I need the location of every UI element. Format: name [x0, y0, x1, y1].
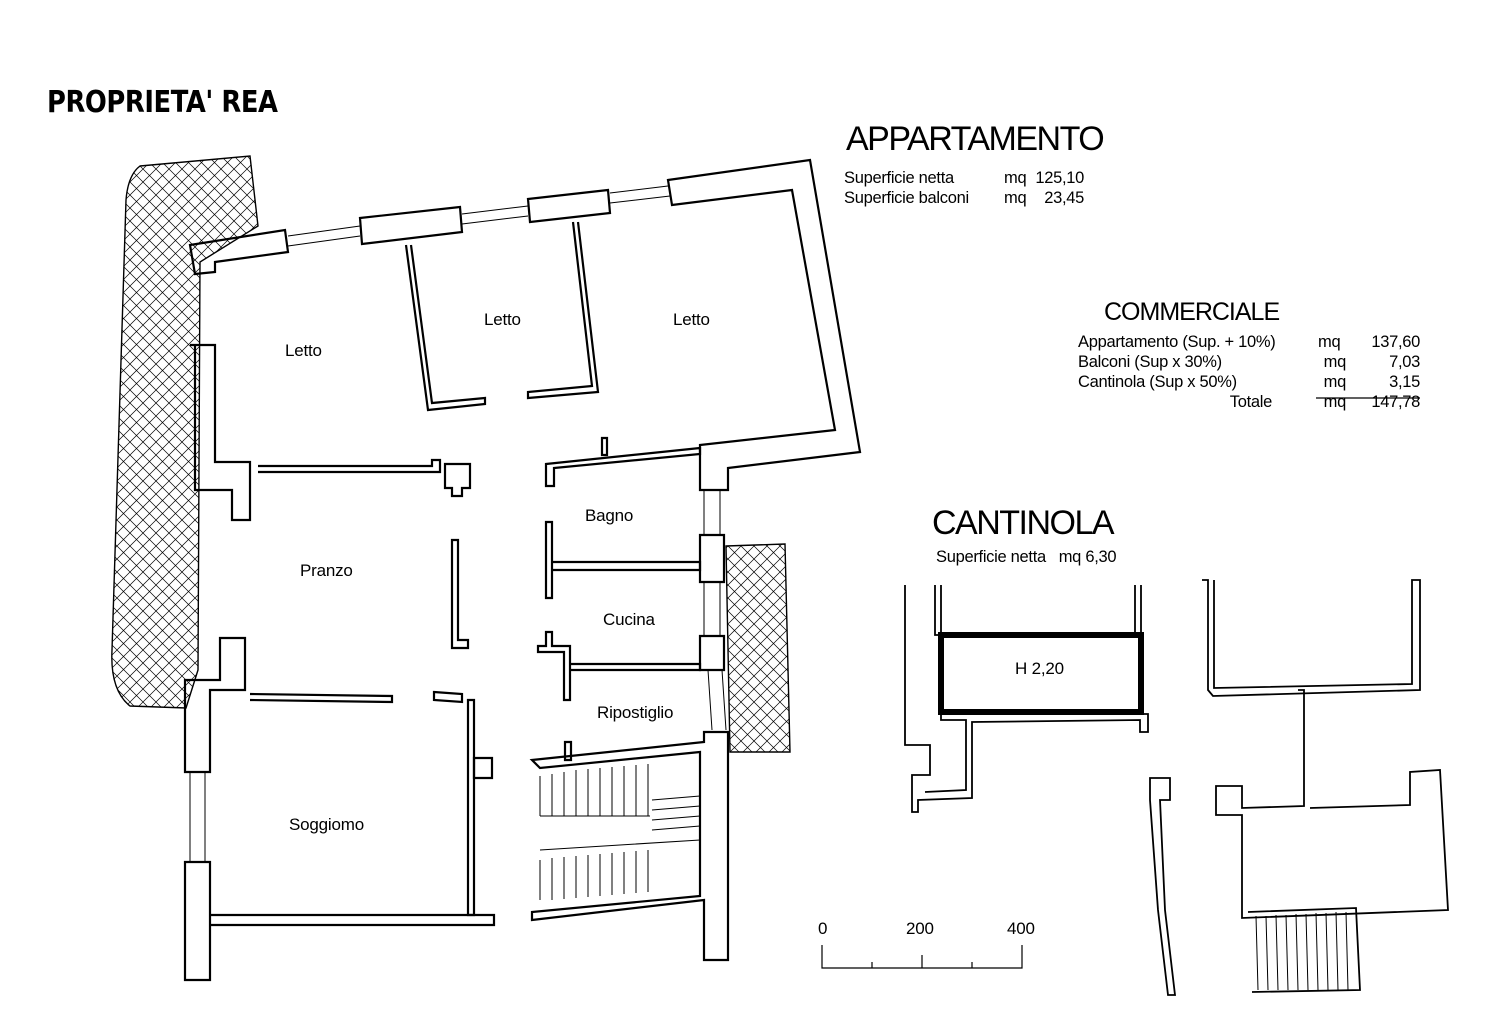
partition-bath-north [544, 446, 702, 488]
partition-pranzo-soggiorno [249, 692, 394, 704]
partition-letto-2-3 [526, 221, 600, 400]
right-plan-walls-left [1149, 777, 1177, 996]
room-label-cucina: Cucina [603, 610, 655, 629]
kitchen-west-wall [536, 630, 572, 702]
staircase-treads [539, 764, 701, 900]
cellar-height-label: H 2,20 [1015, 659, 1064, 678]
scale-tick-400: 400 [1007, 919, 1035, 938]
column-corridor [443, 462, 472, 498]
door-stub [600, 436, 609, 457]
total-row: Totale mq 147,78 [1229, 393, 1421, 411]
north-wall-pier-2 [358, 205, 464, 246]
east-column-1 [698, 533, 726, 584]
cantinola-heading: CANTINOLA [932, 504, 1115, 542]
table-row: Appartamento (Sup. + 10%) mq 137,60 [1078, 333, 1420, 351]
table-row: Superficie netta mq 125,10 [844, 169, 1084, 187]
appartamento-heading: APPARTAMENTO [846, 120, 1105, 158]
room-label-letto-1: Letto [285, 341, 322, 360]
partition-bedroom-corridor [258, 458, 442, 474]
east-column-2 [698, 634, 726, 672]
bath-west-wall [544, 520, 554, 600]
cantinola-surface: Superficie netta mq 6,30 [936, 548, 1117, 566]
west-balcony [111, 155, 259, 709]
room-label-letto-2: Letto [484, 310, 521, 329]
soggiorno-column [472, 756, 494, 780]
west-wall-lower [183, 636, 247, 774]
right-plan-stair-wall [1247, 907, 1361, 993]
scale-tick-0: 0 [818, 919, 828, 938]
east-balcony [725, 543, 791, 753]
storage-door-stub [563, 740, 573, 762]
partition-bath-kitchen [552, 560, 702, 572]
west-wall-bottom [183, 860, 212, 982]
partition-letto-1-2 [404, 244, 487, 412]
north-window-line [287, 185, 671, 247]
partition-kitchen-storage [570, 662, 702, 672]
table-row: Cantinola (Sup x 50%) mq 3,15 [1078, 373, 1420, 391]
north-wall-pier-3 [526, 188, 612, 224]
partition-soggiorno-right [432, 690, 476, 917]
cellar-walls-lower [904, 585, 1149, 813]
commerciale-heading: COMMERCIALE [1104, 298, 1280, 326]
right-plan-walls-top [1202, 579, 1421, 697]
appartamento-table: Superficie netta mq 125,10 Superficie ba… [844, 168, 1084, 208]
page-title: PROPRIETA' REA [47, 85, 278, 120]
room-label-pranzo: Pranzo [300, 561, 353, 580]
right-plan-stair-treads [1255, 911, 1349, 991]
corridor-partition [450, 538, 470, 650]
room-label-soggiorno: Soggiomo [289, 815, 364, 834]
north-facade-wall [188, 228, 290, 276]
table-row: Balconi (Sup x 30%) mq 7,03 [1078, 353, 1420, 371]
room-label-letto-3: Letto [673, 310, 710, 329]
commerciale-table: Appartamento (Sup. + 10%) mq 137,60 Balc… [1078, 332, 1420, 412]
cellar-room [938, 632, 1144, 715]
cellar-walls [934, 585, 1142, 636]
east-facade-wall [666, 158, 862, 492]
table-row: Superficie balconi mq 23,45 [844, 189, 1084, 207]
room-label-bagno: Bagno [585, 506, 634, 525]
stair-wall [529, 730, 730, 962]
right-plan-walls [1215, 689, 1449, 919]
soggiorno-south-wall [210, 913, 496, 927]
west-wall [190, 343, 252, 522]
east-window-line [703, 490, 727, 731]
west-window-line [189, 772, 206, 862]
scale-bar [821, 945, 1023, 969]
room-label-ripostiglio: Ripostiglio [597, 703, 674, 722]
scale-tick-200: 200 [906, 919, 934, 938]
